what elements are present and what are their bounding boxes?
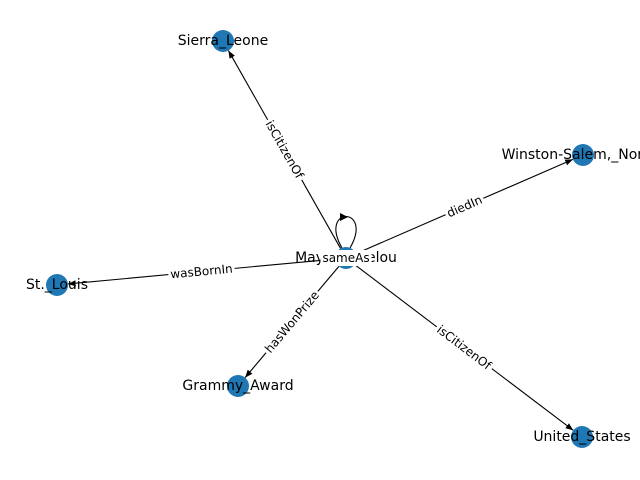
edge-label-text: sameAs: [322, 251, 369, 265]
self-loop-arrowhead: [340, 213, 348, 221]
edge-label-text: wasBornIn: [170, 262, 234, 282]
node-stlouis[interactable]: [46, 274, 68, 296]
node-winston[interactable]: [572, 144, 594, 166]
node-sierra[interactable]: [212, 30, 234, 52]
node-grammy[interactable]: [227, 375, 249, 397]
node-label-us: United_States: [533, 429, 630, 445]
edge-label-text: hasWonPrize: [262, 288, 322, 355]
edge-label-1: diedIn: [442, 190, 487, 223]
node-label-sierra: Sierra_Leone: [178, 33, 268, 49]
node-label-stlouis: St._Louis: [26, 277, 88, 293]
edge-label-text: isCitizenOf: [434, 322, 494, 372]
edge-label-0: isCitizenOf: [260, 115, 309, 184]
node-label-grammy: Grammy_Award: [182, 378, 293, 394]
edge-label-text: diedIn: [445, 193, 485, 221]
node-label-winston: Winston-Salem,_North_: [502, 147, 640, 163]
edge-label-4: isCitizenOf: [431, 320, 497, 375]
node-us[interactable]: [571, 426, 593, 448]
edge-self-loop: [335, 216, 357, 249]
edge-label-5: sameAs: [320, 250, 372, 266]
edge-label-2: wasBornIn: [167, 260, 236, 283]
edge-label-text: isCitizenOf: [263, 118, 307, 182]
edge-label-3: hasWonPrize: [259, 286, 325, 358]
